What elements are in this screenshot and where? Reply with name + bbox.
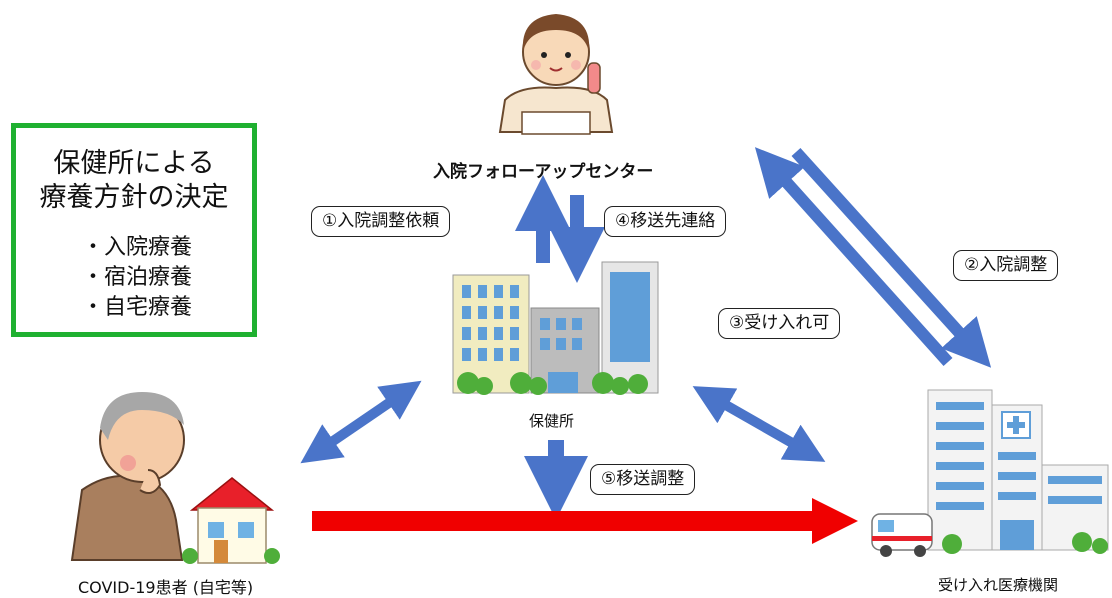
health-center-label: 保健所 <box>529 412 575 430</box>
policy-title-line1: 保健所による <box>53 148 215 179</box>
hospital-label: 受け入れ医療機関 <box>938 576 1059 594</box>
nurse-icon <box>498 14 614 135</box>
arrow-health-center-hospital <box>692 386 826 462</box>
health-center-building-icon <box>452 261 659 395</box>
step5-label: ⑤移送調整 <box>590 464 696 495</box>
step1-label: ①入院調整依頼 <box>311 206 451 237</box>
arrow-center-to-hospital <box>791 147 992 368</box>
house-icon <box>182 477 280 564</box>
step3-label: ③受け入れ可 <box>718 308 841 339</box>
step4-label: ④移送先連絡 <box>604 206 727 237</box>
policy-title-line2: 療養方針の決定 <box>39 182 229 213</box>
patient-label: COVID-19患者 (自宅等) <box>78 578 254 597</box>
arrow-hospital-to-center <box>754 147 953 367</box>
policy-box: 保健所による 療養方針の決定 ・入院療養 ・宿泊療養 ・自宅療養 <box>11 123 257 337</box>
arrow-patient-to-hospital <box>312 498 858 544</box>
arrow-health-center-patient <box>300 380 422 464</box>
policy-item-home: ・自宅療養 <box>82 295 193 320</box>
policy-item-hospitalization: ・入院療養 <box>82 235 193 260</box>
patient-icon <box>70 392 185 561</box>
policy-item-hotel: ・宿泊療養 <box>82 265 193 290</box>
step2-label: ②入院調整 <box>953 250 1059 281</box>
follow-up-center-label: 入院フォローアップセンター <box>433 162 654 182</box>
hospital-building-icon <box>871 389 1109 557</box>
